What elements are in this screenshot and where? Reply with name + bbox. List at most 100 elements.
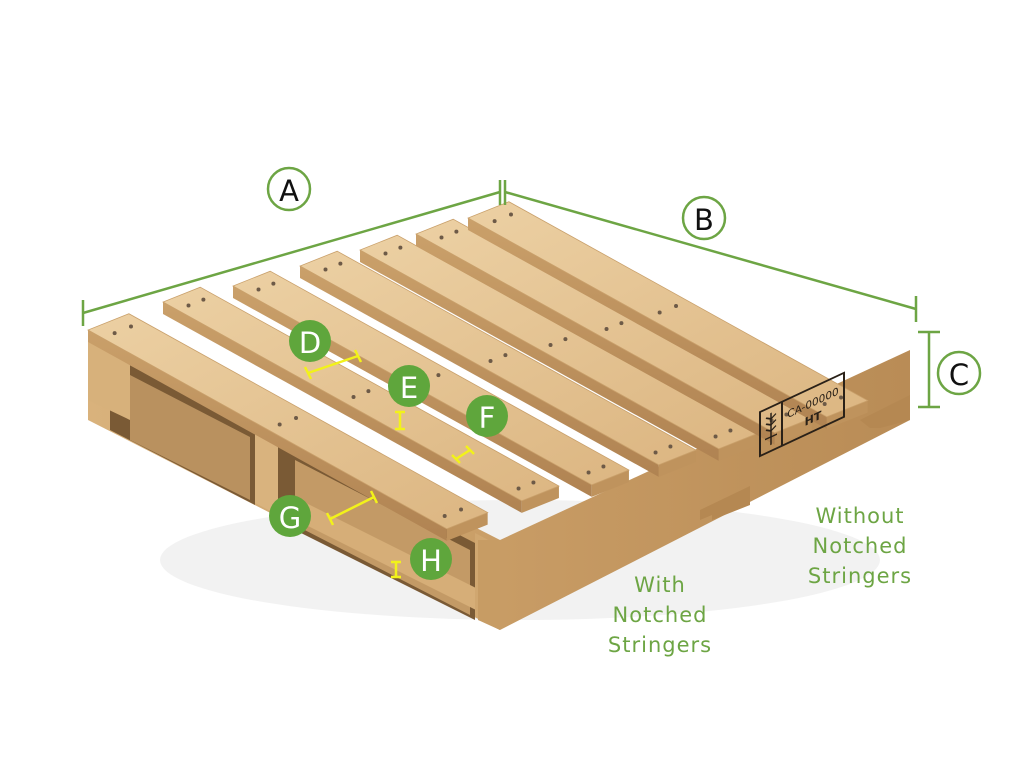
deck-board-edge: [163, 302, 522, 513]
nail-head: [839, 395, 844, 400]
deck-board-end: [718, 434, 756, 461]
svg-text:A: A: [279, 174, 299, 208]
measure-markers: [303, 349, 475, 579]
dimension-line-a: [82, 190, 501, 315]
nail-head: [459, 507, 464, 512]
note-with-notched-stringers: With Notched Stringers: [590, 570, 730, 660]
nail-head: [436, 373, 441, 378]
label-f: F: [466, 395, 508, 437]
nail-head: [201, 297, 206, 302]
nail-head: [366, 389, 371, 394]
stamp-border: [759, 371, 845, 458]
filled-labels: D E F G H: [269, 320, 508, 580]
deck-board-edge: [360, 250, 719, 461]
nail-head: [398, 245, 403, 250]
nail-head: [323, 267, 328, 272]
nail-head: [668, 444, 673, 449]
nail-head: [454, 229, 459, 234]
nail-head: [601, 464, 606, 469]
nail-head: [653, 450, 658, 455]
marker-e: [395, 410, 405, 431]
deck-board-end: [521, 486, 559, 513]
label-b: B: [681, 195, 727, 241]
deck-board: [467, 201, 869, 418]
note-without-notched-stringers: Without Notched Stringers: [790, 501, 930, 591]
label-d: D: [289, 320, 331, 362]
deck-board-end: [446, 512, 488, 541]
nail-head: [439, 235, 444, 240]
dimension-line-b: [504, 190, 917, 311]
nail-head: [338, 261, 343, 266]
nail-head: [784, 412, 789, 417]
note-line: Stringers: [807, 564, 913, 588]
deck-board: [87, 313, 489, 530]
marker-h: [391, 560, 401, 579]
label-c: C: [936, 350, 982, 396]
nail-head: [516, 486, 521, 491]
nail-head: [256, 287, 261, 292]
nail-head: [503, 353, 508, 358]
nail-head: [128, 324, 133, 329]
deck-board-edge: [300, 266, 659, 477]
nail-head: [586, 470, 591, 475]
label-g: G: [269, 495, 311, 537]
nail-head: [674, 304, 679, 309]
nail-head: [822, 402, 827, 407]
deck-board-end: [826, 400, 868, 429]
nail-head: [619, 321, 624, 326]
note-line: Notched: [612, 603, 708, 627]
nail-head: [548, 342, 553, 347]
deck-board-edge: [468, 218, 827, 429]
nail-head: [657, 310, 662, 315]
deck-board-edge: [88, 330, 447, 541]
note-line: Stringers: [607, 633, 713, 657]
bottom-deck-board: [300, 500, 480, 612]
label-h: H: [410, 538, 452, 580]
nail-head: [728, 428, 733, 433]
stringer-end: [478, 540, 500, 630]
nail-head: [604, 326, 609, 331]
outline-labels: A B C: [266, 166, 982, 396]
note-line: With: [634, 573, 686, 597]
deck-board-end: [774, 418, 812, 445]
marker-g: [325, 490, 379, 526]
wheat-icon: [765, 412, 777, 446]
nail-head: [492, 219, 497, 224]
nail-head: [563, 337, 568, 342]
svg-text:B: B: [694, 203, 714, 237]
deck-board-edge: [416, 234, 775, 445]
nail-head: [277, 422, 282, 427]
dimension-lines: [81, 180, 940, 409]
nail-head: [508, 212, 513, 217]
svg-text:D: D: [299, 326, 321, 360]
deck-board: [162, 286, 560, 502]
nail-head: [112, 331, 117, 336]
deck-board-end: [658, 450, 696, 477]
nail-head: [488, 358, 493, 363]
nail-head: [383, 251, 388, 256]
deck-board: [299, 250, 697, 466]
svg-text:F: F: [479, 401, 496, 435]
svg-text:E: E: [400, 371, 418, 405]
label-a: A: [266, 166, 312, 212]
svg-text:G: G: [279, 501, 301, 535]
nail-head: [294, 416, 299, 421]
svg-text:C: C: [949, 358, 969, 392]
nail-head: [442, 514, 447, 519]
marker-d: [303, 349, 363, 380]
nail-head: [531, 480, 536, 485]
nail-head: [186, 303, 191, 308]
note-line: Without: [815, 504, 905, 528]
marker-f: [451, 445, 475, 464]
note-line: Notched: [812, 534, 908, 558]
nail-head: [271, 281, 276, 286]
label-e: E: [388, 365, 430, 407]
stringer-foot: [700, 486, 750, 520]
inner-wood: [130, 375, 250, 500]
deck-board-end: [591, 470, 629, 497]
stringer-foot: [860, 395, 910, 428]
nail-head: [713, 434, 718, 439]
nail-head: [351, 394, 356, 399]
